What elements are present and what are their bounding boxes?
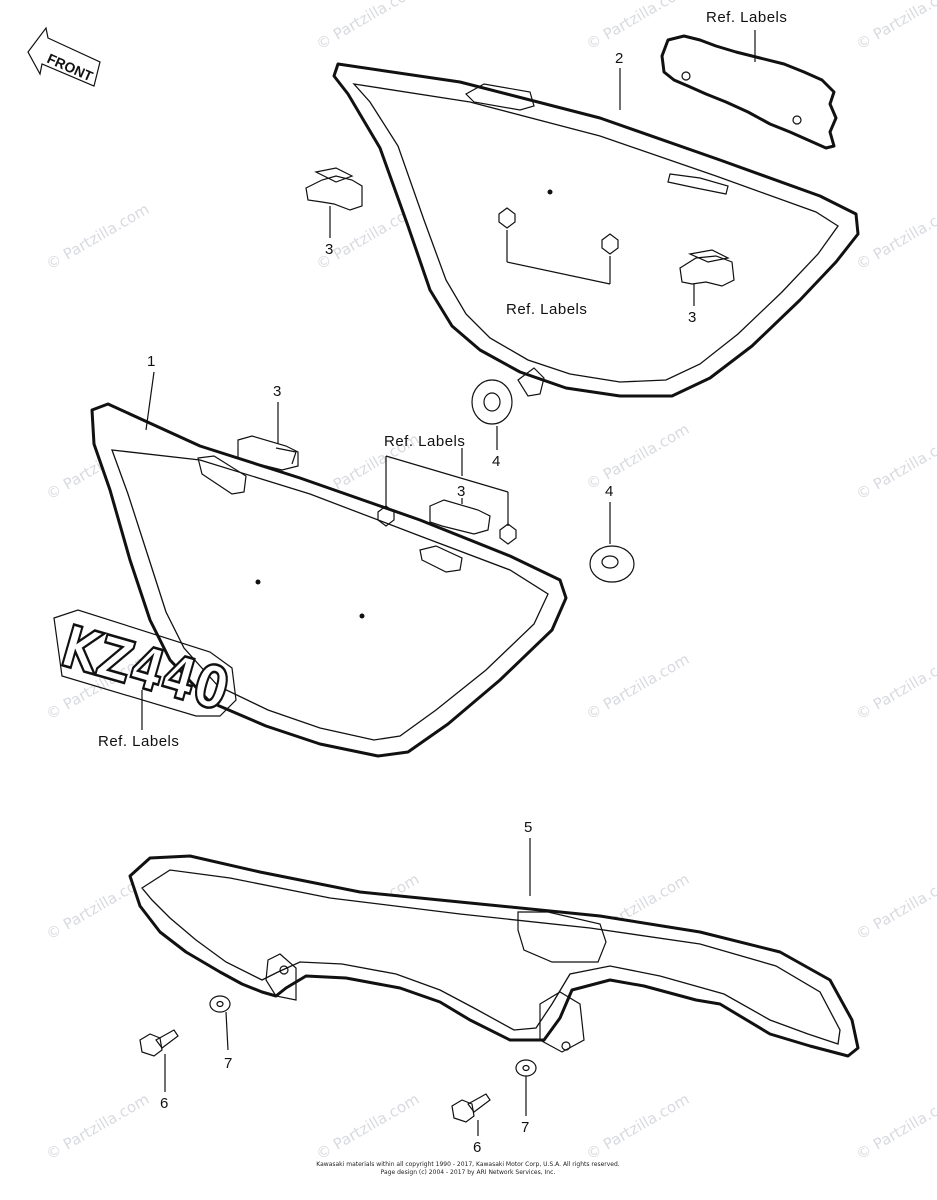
ref-labels-top: Ref. Labels [706, 9, 787, 26]
callout-1: 1 [147, 353, 155, 370]
callout-numbers: 1 2 3 3 3 3 4 4 5 6 6 7 7 [147, 50, 696, 1156]
watermark: © Partzilla.com [43, 1090, 152, 1163]
callout-4-lower: 4 [605, 483, 613, 500]
watermark: © Partzilla.com [853, 0, 937, 53]
ref-labels-sheet [660, 30, 838, 150]
watermark: © Partzilla.com [853, 650, 937, 723]
watermark: © Partzilla.com [853, 430, 937, 503]
callout-7-right: 7 [521, 1119, 529, 1136]
clip-3-middle-upper [237, 402, 299, 471]
ref-labels-cover2: Ref. Labels [506, 301, 587, 318]
callout-5: 5 [524, 819, 532, 836]
callout-3-upper-left: 3 [325, 241, 333, 258]
ref-labels-middle: Ref. Labels [384, 433, 465, 450]
bolt-6-left [139, 1029, 179, 1092]
callout-2: 2 [615, 50, 623, 67]
chain-case-5 [128, 838, 860, 1058]
grommet-4-lower [589, 502, 635, 583]
callout-3-middle-upper: 3 [273, 383, 281, 400]
ref-label-texts: Ref. Labels Ref. Labels Ref. Labels Ref.… [98, 9, 787, 750]
callout-6-left: 6 [160, 1095, 168, 1112]
front-label: FRONT [45, 50, 96, 84]
watermark: © Partzilla.com [313, 0, 422, 53]
ref-labels-middle-group [377, 448, 517, 545]
clip-3-upper-right [679, 249, 735, 306]
callout-3-middle: 3 [457, 483, 465, 500]
side-cover-1 [90, 371, 568, 758]
front-direction-arrow: FRONT [27, 26, 101, 87]
watermark: © Partzilla.com [853, 1090, 937, 1163]
side-cover-2 [332, 62, 860, 398]
washer-7-left [209, 995, 231, 1051]
footer-copyright: Kawasaki materials within all copyright … [316, 1161, 620, 1176]
copyright-line-2: Page design (c) 2004 - 2017 by ARI Netwo… [381, 1169, 556, 1176]
watermark: © Partzilla.com [853, 200, 937, 273]
grommet-4-upper [471, 379, 513, 450]
bolt-6-right [451, 1093, 491, 1136]
callout-6-right: 6 [473, 1139, 481, 1156]
watermark: © Partzilla.com [43, 200, 152, 273]
copyright-line-1: Kawasaki materials within all copyright … [316, 1161, 620, 1168]
watermark: © Partzilla.com [583, 650, 692, 723]
clip-3-upper-left [305, 167, 363, 238]
ref-labels-emblem: Ref. Labels [98, 733, 179, 750]
watermark: © Partzilla.com [583, 1090, 692, 1163]
callout-7-left: 7 [224, 1055, 232, 1072]
watermark: © Partzilla.com [583, 420, 692, 493]
washer-7-right [515, 1059, 537, 1116]
watermark: © Partzilla.com [853, 870, 937, 943]
callout-4-upper: 4 [492, 453, 500, 470]
callout-3-upper-right: 3 [688, 309, 696, 326]
watermark: © Partzilla.com [313, 1090, 422, 1163]
